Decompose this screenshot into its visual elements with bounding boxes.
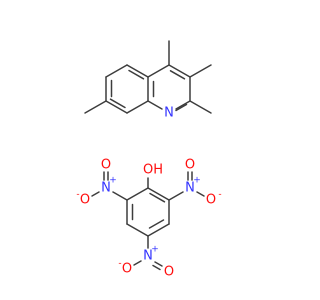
bottom-nitro-oxygen-left-label: O xyxy=(122,262,132,277)
bottom-nitro-oxygen-left-charge: - xyxy=(118,259,121,269)
bond xyxy=(175,103,188,112)
hydroxyl-label: OH xyxy=(143,163,163,178)
bond xyxy=(126,223,149,237)
bond xyxy=(128,69,145,80)
quinoline-molecule: N xyxy=(84,40,212,121)
bond xyxy=(105,64,128,78)
bond xyxy=(126,64,149,78)
bond xyxy=(169,70,186,80)
left-nitro-nitrogen-charge: + xyxy=(109,176,117,186)
right-nitro-oxygen-label: O xyxy=(206,193,216,208)
bond xyxy=(152,264,161,271)
bond xyxy=(147,187,170,201)
bond xyxy=(149,192,166,203)
bond xyxy=(148,219,165,229)
bond xyxy=(84,100,107,114)
bond xyxy=(112,191,128,201)
bond xyxy=(168,191,184,201)
bond xyxy=(147,64,170,78)
bond xyxy=(154,261,163,267)
structure-canvas: N OH N + O - O N + O - O xyxy=(76,40,222,280)
picric-acid-molecule: OH N + O - O N + O - O N + O - O xyxy=(76,158,221,280)
bond xyxy=(189,64,212,78)
bottom-nitro-oxygen-right-label: O xyxy=(164,265,174,280)
bond xyxy=(196,191,205,197)
bond xyxy=(147,223,170,237)
ring-nitrogen-label: N xyxy=(164,106,174,121)
bond xyxy=(189,100,212,114)
left-nitro-oxygen-charge: - xyxy=(76,190,79,200)
bond xyxy=(126,100,149,114)
left-nitro-oxygen-label: O xyxy=(80,193,90,208)
bond xyxy=(168,64,191,78)
bond xyxy=(147,100,163,110)
bond xyxy=(109,98,126,109)
right-nitro-oxygen-top-label: O xyxy=(185,158,195,173)
bond xyxy=(175,100,191,110)
left-nitro-oxygen-top-label: O xyxy=(101,158,111,173)
bond xyxy=(91,191,100,197)
right-nitro-nitrogen-charge: + xyxy=(193,176,201,186)
right-nitro-oxygen-charge: - xyxy=(218,190,221,200)
bottom-nitro-nitrogen-label: N xyxy=(143,249,153,264)
left-nitro-nitrogen-label: N xyxy=(101,181,111,196)
bottom-nitro-nitrogen-charge: + xyxy=(151,245,159,255)
right-nitro-nitrogen-label: N xyxy=(185,181,195,196)
bond xyxy=(133,260,142,266)
bond xyxy=(105,100,128,114)
bond xyxy=(126,187,149,201)
